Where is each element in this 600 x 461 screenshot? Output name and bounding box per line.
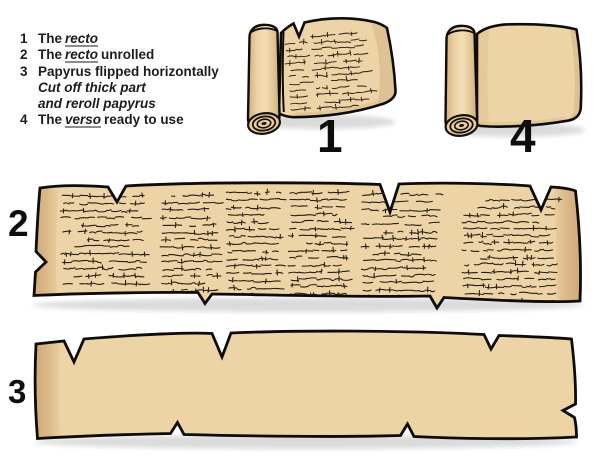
hieratic-script bbox=[59, 188, 563, 305]
legend-number: 1 bbox=[20, 31, 28, 46]
legend-subnote: and reroll papyrus bbox=[38, 96, 156, 112]
roll-top-edge bbox=[249, 27, 278, 34]
figure-label-2: 2 bbox=[8, 203, 29, 244]
legend-subnote: Cut off thick part bbox=[38, 79, 146, 95]
figure-label-3: 3 bbox=[8, 373, 27, 410]
legend-number: 4 bbox=[20, 112, 28, 128]
papyrus-recto-unrolled bbox=[32, 181, 582, 310]
legend-item-flipped: 3 Papyrus flipped horizontally bbox=[20, 64, 245, 80]
papyrus-verso-blank bbox=[33, 329, 578, 441]
page-edge-line bbox=[281, 31, 285, 113]
scroll-recto-illustration bbox=[246, 17, 397, 135]
legend-number: 2 bbox=[20, 47, 28, 63]
roll-top-edge bbox=[446, 29, 475, 36]
hieratic-script bbox=[284, 31, 378, 112]
scroll-spiral bbox=[444, 114, 479, 137]
thick-edge-left bbox=[35, 342, 61, 439]
legend-text: Papyrus flipped horizontally bbox=[38, 63, 219, 79]
page-shade-bottom bbox=[294, 99, 384, 118]
page-shade-bottom bbox=[481, 116, 567, 127]
scroll-spiral bbox=[247, 112, 281, 135]
figure-label-1: 1 bbox=[317, 110, 343, 162]
scroll-verso-illustration bbox=[444, 22, 583, 137]
page-shade-right bbox=[567, 29, 582, 121]
legend-number: 3 bbox=[20, 63, 28, 79]
figure-label-4: 4 bbox=[510, 110, 536, 162]
page-shade-left bbox=[477, 30, 489, 126]
thick-edge-right bbox=[553, 187, 581, 302]
